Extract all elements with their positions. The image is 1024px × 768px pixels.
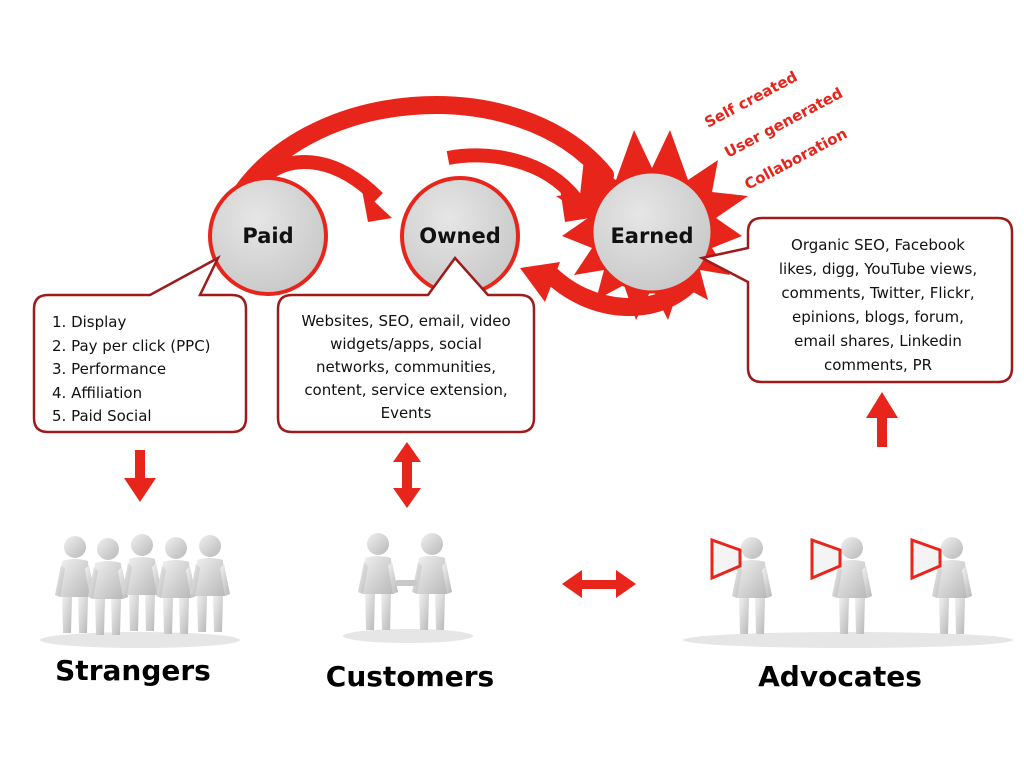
advocate-figure [910,537,972,634]
owned-line-3: networks, communities, [316,358,496,376]
owned-line-2: widgets/apps, social [330,335,482,353]
earned-line-4: epinions, blogs, forum, [792,308,964,326]
advocates-figures [683,537,1013,648]
group-label-strangers: Strangers [55,654,211,687]
arrow-leftright-customers-advocates [562,570,636,598]
arc-paid-to-owned [257,155,392,222]
owned-line-4: content, service extension, [304,381,507,399]
stranger-figure [190,535,230,632]
paid-item-2: 2. Pay per click (PPC) [52,337,211,355]
earned-callout: Organic SEO, Facebook likes, digg, YouTu… [698,216,1014,384]
advocate-figure [810,537,872,634]
stranger-figure [122,534,162,631]
stranger-figure [55,536,95,633]
group-label-customers: Customers [326,660,494,693]
node-paid: Paid [208,176,328,296]
earned-line-3: comments, Twitter, Flickr, [781,284,974,302]
node-earned-label: Earned [610,224,693,248]
group-label-advocates: Advocates [758,660,922,693]
arrow-down-strangers [124,450,156,502]
arrow-updown-customers [393,442,421,508]
owned-callout: Websites, SEO, email, video widgets/apps… [276,256,536,434]
node-owned-label: Owned [419,224,500,248]
customer-figure [358,533,398,630]
megaphone-icon [710,537,742,581]
node-paid-label: Paid [242,224,293,248]
earned-line-1: Organic SEO, Facebook [791,236,965,254]
customers-figures [343,533,473,643]
paid-item-4: 4. Affiliation [52,384,142,402]
owned-line-5: Events [381,404,432,422]
handshake [395,580,417,586]
paid-item-3: 3. Performance [52,360,166,378]
paid-item-1: 1. Display [52,313,126,331]
paid-callout: 1. Display 2. Pay per click (PPC) 3. Per… [32,255,248,434]
earned-line-5: email shares, Linkedin [794,332,962,350]
node-earned: Earned [590,170,714,294]
customer-figure [412,533,452,630]
stranger-figure [156,537,196,634]
owned-line-1: Websites, SEO, email, video [301,312,510,330]
earned-line-6: comments, PR [824,356,932,374]
paid-item-5: 5. Paid Social [52,407,152,425]
advocate-figure [710,537,772,634]
arc-earned-to-owned [520,262,702,316]
strangers-figures [40,534,240,648]
megaphone-icon [810,537,842,581]
megaphone-icon [910,537,942,581]
earned-line-2: likes, digg, YouTube views, [779,260,977,278]
arrow-up-advocates [866,392,898,447]
stranger-figure [88,538,128,635]
